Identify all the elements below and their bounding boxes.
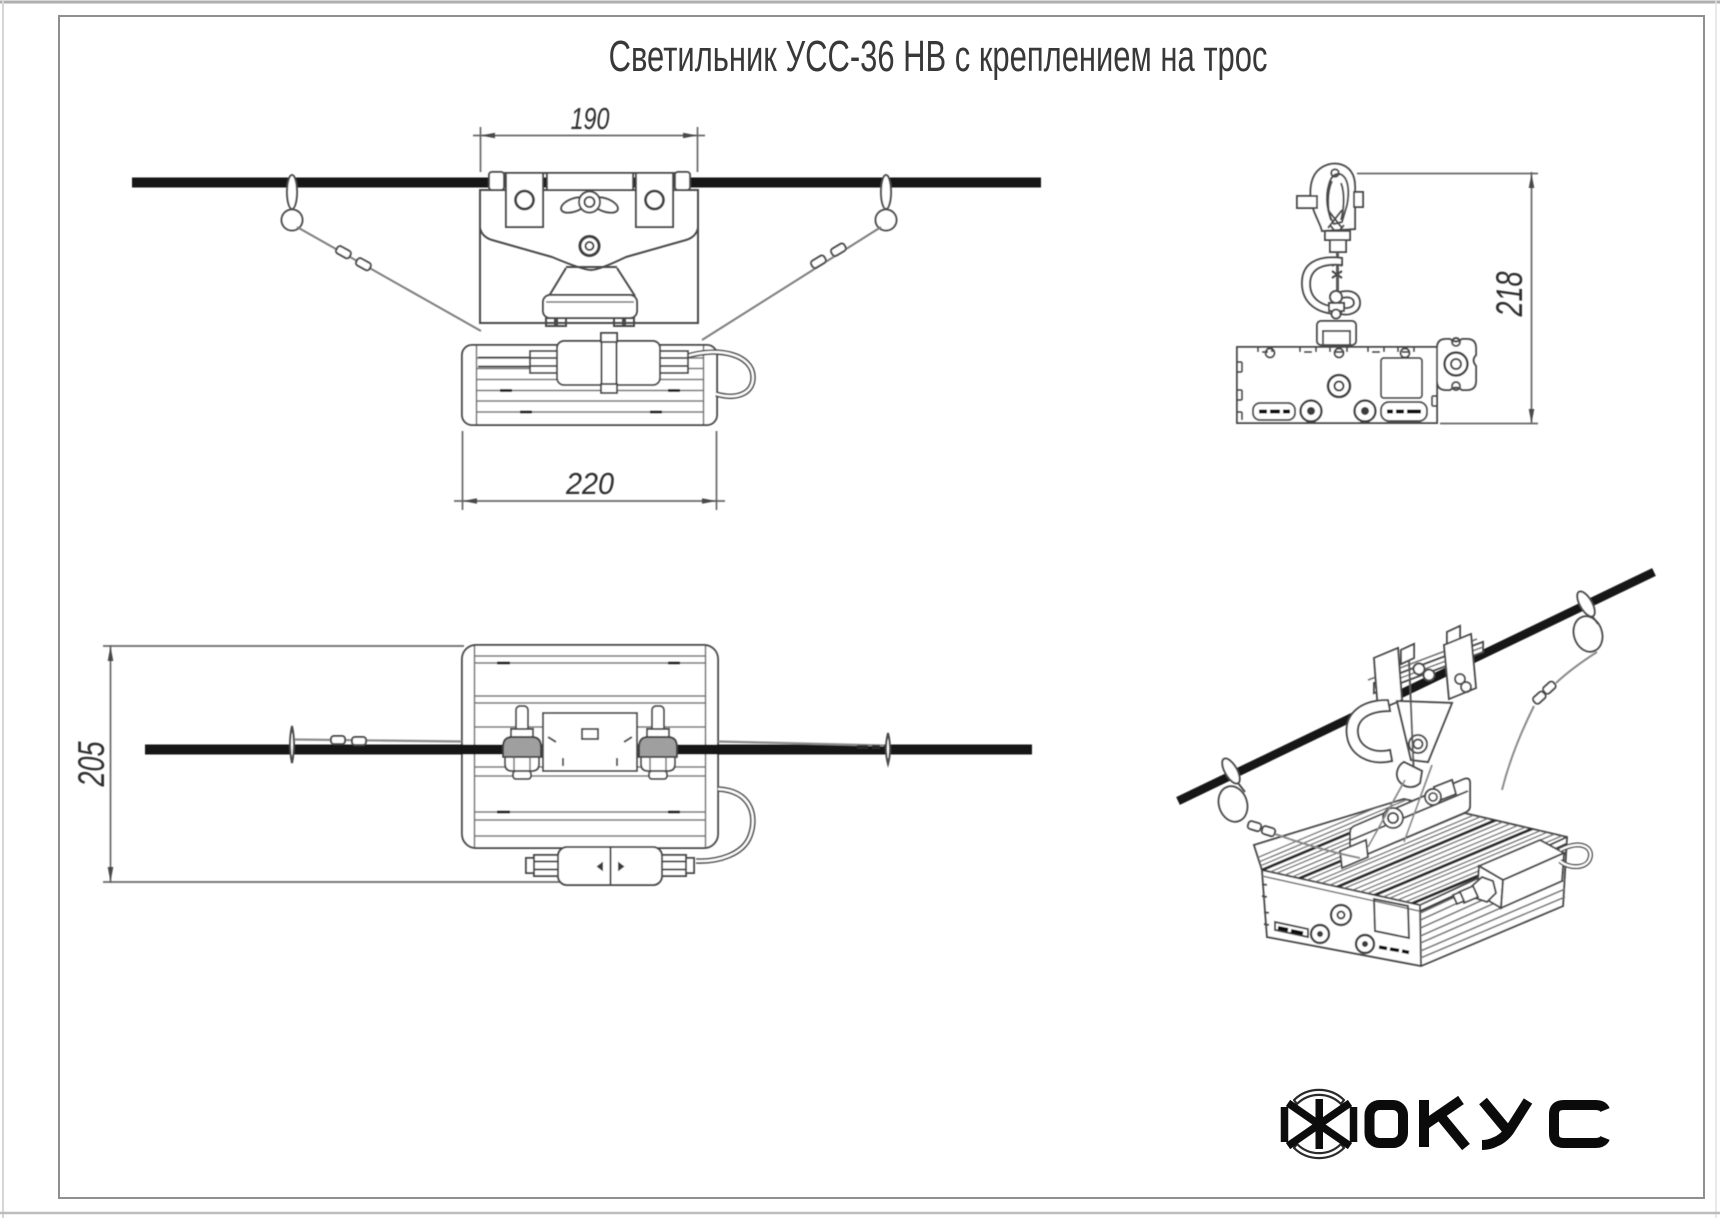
svg-text:Светильник УСС-36 НВ с креплен: Светильник УСС-36 НВ с креплением на тро… — [609, 33, 1268, 82]
svg-text:205: 205 — [71, 741, 112, 788]
svg-text:190: 190 — [571, 101, 610, 136]
svg-text:218: 218 — [1489, 271, 1530, 317]
svg-text:220: 220 — [565, 467, 614, 501]
